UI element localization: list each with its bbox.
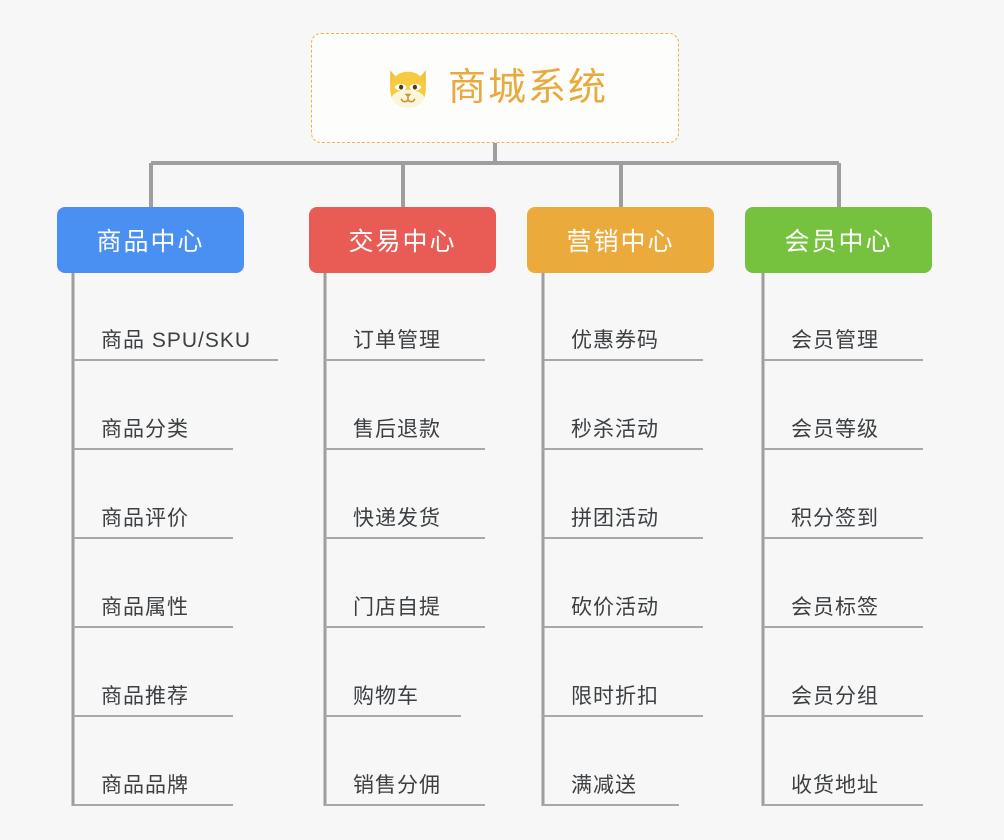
list-item-label: 会员等级 <box>791 418 879 441</box>
list-item[interactable]: 收货地址 <box>763 717 923 806</box>
list-item-label: 门店自提 <box>353 596 441 619</box>
list-item[interactable]: 商品推荐 <box>73 628 233 717</box>
category-label: 会员中心 <box>784 228 893 256</box>
list-item-label: 商品品牌 <box>101 774 189 797</box>
list-item[interactable]: 积分签到 <box>763 450 923 539</box>
list-item[interactable]: 商品属性 <box>73 539 233 628</box>
list-item-label: 优惠券码 <box>571 329 659 352</box>
list-item-label: 商品属性 <box>101 596 189 619</box>
list-item-label: 销售分佣 <box>353 774 441 797</box>
list-item-label: 商品分类 <box>101 418 189 441</box>
category-label: 交易中心 <box>348 228 457 256</box>
list-item[interactable]: 商品品牌 <box>73 717 233 806</box>
list-item-label: 收货地址 <box>791 774 879 797</box>
list-item[interactable]: 满减送 <box>543 717 679 806</box>
list-item[interactable]: 售后退款 <box>325 361 485 450</box>
list-item-label: 限时折扣 <box>571 685 659 708</box>
list-item-label: 满减送 <box>571 774 637 797</box>
category-box-member-center[interactable]: 会员中心 <box>745 207 932 273</box>
list-item-label: 秒杀活动 <box>571 418 659 441</box>
list-item[interactable]: 订单管理 <box>325 272 485 361</box>
list-item[interactable]: 快递发货 <box>325 450 485 539</box>
list-item-label: 会员分组 <box>791 685 879 708</box>
list-item[interactable]: 优惠券码 <box>543 272 703 361</box>
category-box-product-center[interactable]: 商品中心 <box>57 207 244 273</box>
list-item[interactable]: 商品评价 <box>73 450 233 539</box>
list-item[interactable]: 砍价活动 <box>543 539 703 628</box>
category-box-trade-center[interactable]: 交易中心 <box>309 207 496 273</box>
list-item-label: 会员管理 <box>791 329 879 352</box>
list-item-label: 积分签到 <box>791 507 879 530</box>
list-item-label: 商品推荐 <box>101 685 189 708</box>
category-label: 营销中心 <box>566 228 675 256</box>
list-item[interactable]: 购物车 <box>325 628 461 717</box>
list-item-label: 会员标签 <box>791 596 879 619</box>
list-item-label: 拼团活动 <box>571 507 659 530</box>
root-node[interactable]: 商城系统 <box>311 33 679 143</box>
list-item[interactable]: 限时折扣 <box>543 628 703 717</box>
list-item[interactable]: 拼团活动 <box>543 450 703 539</box>
list-item[interactable]: 秒杀活动 <box>543 361 703 450</box>
list-item-label: 砍价活动 <box>571 596 659 619</box>
category-box-marketing-center[interactable]: 营销中心 <box>527 207 714 273</box>
list-item-label: 售后退款 <box>353 418 441 441</box>
list-item[interactable]: 商品分类 <box>73 361 233 450</box>
list-item-label: 商品评价 <box>101 507 189 530</box>
list-item[interactable]: 会员等级 <box>763 361 923 450</box>
list-item[interactable]: 会员管理 <box>763 272 923 361</box>
list-item-label: 购物车 <box>353 685 419 708</box>
list-item[interactable]: 会员标签 <box>763 539 923 628</box>
list-item[interactable]: 销售分佣 <box>325 717 485 806</box>
shiba-dog-face-icon <box>390 70 426 108</box>
list-item-label: 快递发货 <box>353 507 441 530</box>
category-label: 商品中心 <box>96 228 205 256</box>
list-item[interactable]: 商品 SPU/SKU <box>73 272 278 361</box>
list-item-label: 商品 SPU/SKU <box>101 329 252 352</box>
root-title: 商城系统 <box>447 67 608 109</box>
list-item[interactable]: 会员分组 <box>763 628 923 717</box>
list-item[interactable]: 门店自提 <box>325 539 485 628</box>
list-item-label: 订单管理 <box>353 329 441 352</box>
